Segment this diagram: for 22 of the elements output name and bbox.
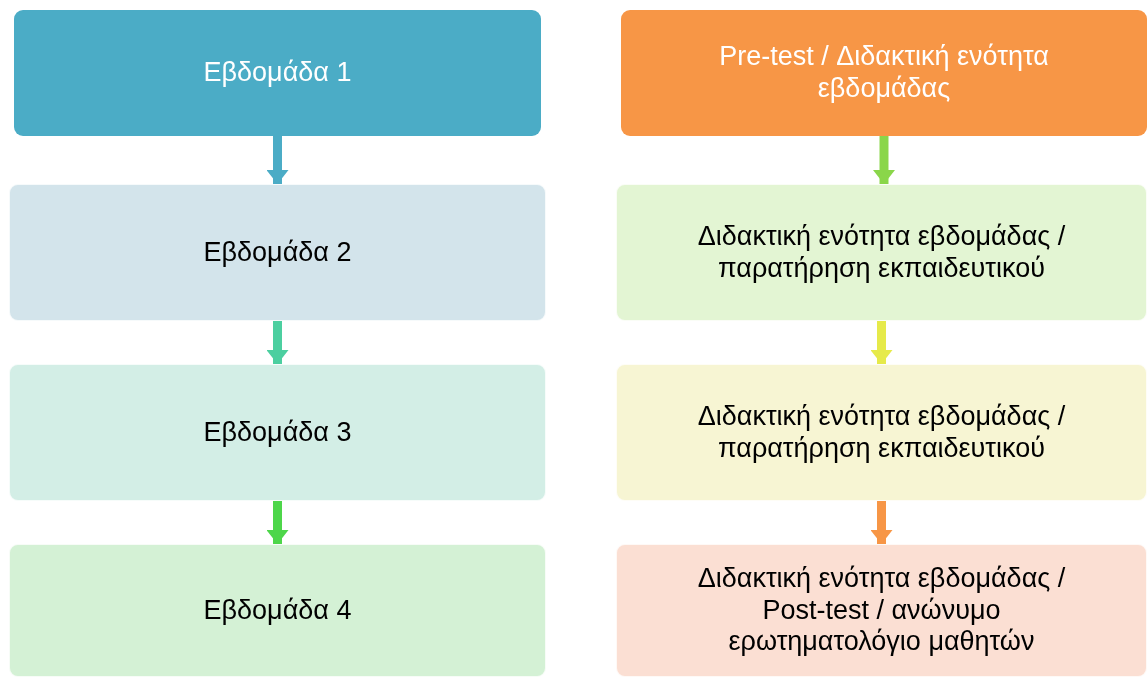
arrow	[266, 501, 289, 544]
arrow	[266, 321, 289, 364]
box-label: Εβδομάδα 3	[202, 416, 353, 449]
box-label: Διδακτική ενότητα εβδομάδας / παρατήρηση εκπαιδευτικού	[696, 400, 1067, 465]
arrow	[870, 501, 893, 544]
box-label: Διδακτική ενότητα εβδομάδας / παρατήρηση εκπαιδευτικού	[696, 220, 1067, 285]
arrow	[266, 136, 289, 184]
process-box	[9, 364, 546, 501]
process-box	[616, 364, 1147, 501]
process-box	[621, 10, 1147, 136]
box-label: Διδακτική ενότητα εβδομάδας / Post-test / ανώνυμο ερωτηματολόγιο μαθητών	[696, 562, 1067, 659]
process-box	[9, 544, 546, 677]
box-label: Εβδομάδα 1	[202, 57, 353, 89]
process-box	[14, 10, 541, 136]
box-label: Pre-test / Διδακτική ενότητα εβδομάδας	[718, 41, 1050, 105]
process-box	[616, 544, 1147, 677]
process-box	[9, 184, 546, 321]
arrow	[873, 136, 895, 184]
box-label: Εβδομάδα 2	[202, 236, 353, 269]
process-box	[616, 184, 1147, 321]
box-label: Εβδομάδα 4	[202, 594, 353, 627]
arrow	[870, 321, 893, 364]
